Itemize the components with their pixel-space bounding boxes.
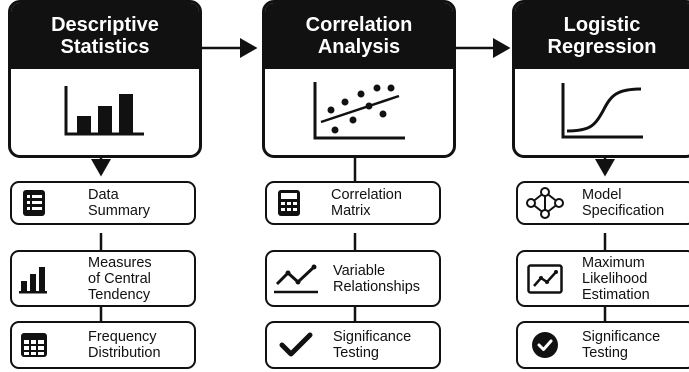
correlation-analysis-header: Correlation Analysis bbox=[265, 3, 453, 69]
header-title-line1: Correlation bbox=[305, 14, 413, 36]
descriptive-statistics-header: Descriptive Statistics bbox=[11, 3, 199, 69]
item-label-line2: Relationships bbox=[333, 278, 421, 295]
item-label-line1: Significance bbox=[333, 329, 412, 345]
list-icon bbox=[12, 183, 56, 223]
item-label-line2: of Central bbox=[88, 270, 151, 287]
frequency-distribution-item: Frequency Distribution bbox=[10, 321, 196, 369]
logistic-regression-card: Logistic Regression bbox=[512, 0, 689, 158]
header-title-line1: Logistic bbox=[563, 14, 641, 36]
header-title-line2: Analysis bbox=[317, 36, 401, 58]
item-label-line3: Estimation bbox=[582, 286, 650, 303]
header-title-line2: Regression bbox=[547, 36, 657, 58]
bar-chart-small-icon bbox=[12, 252, 56, 305]
item-label-line1: Maximum bbox=[582, 254, 645, 271]
maximum-likelihood-estimation-item: Maximum Likelihood Estimation bbox=[516, 250, 689, 307]
item-label-line1: Model bbox=[582, 187, 622, 203]
checkmark-icon bbox=[267, 323, 325, 367]
variable-relationships-item: Variable Relationships bbox=[265, 250, 441, 307]
header-title-line1: Descriptive bbox=[51, 14, 159, 36]
check-circle-icon bbox=[518, 323, 572, 367]
table-icon bbox=[12, 323, 56, 367]
item-label-line2: Specification bbox=[582, 203, 665, 219]
item-label-line1: Frequency bbox=[88, 329, 157, 345]
header-title-line2: Statistics bbox=[60, 36, 150, 58]
item-label-line1: Correlation bbox=[331, 187, 402, 203]
item-label-line2: Matrix bbox=[331, 203, 371, 219]
item-label-line1: Data bbox=[88, 187, 119, 203]
bar-chart-icon bbox=[64, 86, 144, 136]
significance-testing-item: Significance Testing bbox=[265, 321, 441, 369]
correlation-matrix-item: Correlation Matrix bbox=[265, 181, 441, 225]
logistic-regression-header: Logistic Regression bbox=[515, 3, 689, 69]
model-specification-item: Model Specification bbox=[516, 181, 689, 225]
trend-chart-icon bbox=[518, 252, 572, 305]
item-label-line2: Testing bbox=[333, 345, 379, 361]
item-label-line2: Summary bbox=[88, 203, 151, 219]
sigmoid-curve-icon bbox=[561, 83, 643, 139]
item-label-line1: Variable bbox=[333, 262, 386, 279]
data-summary-item: Data Summary bbox=[10, 181, 196, 225]
item-label-line1: Measures bbox=[88, 254, 152, 271]
item-label-line2: Likelihood bbox=[582, 270, 648, 287]
item-label-line2: Distribution bbox=[88, 345, 161, 361]
calculator-icon bbox=[267, 183, 311, 223]
item-label-line1: Significance bbox=[582, 329, 661, 345]
item-label-line2: Testing bbox=[582, 345, 628, 361]
correlation-analysis-card: Correlation Analysis bbox=[262, 0, 456, 158]
network-icon bbox=[518, 183, 572, 223]
descriptive-statistics-card: Descriptive Statistics bbox=[8, 0, 202, 158]
item-label-line3: Tendency bbox=[88, 286, 151, 303]
measures-of-central-tendency-item: Measures of Central Tendency bbox=[10, 250, 196, 307]
scatter-plot-icon bbox=[313, 82, 405, 140]
line-trend-icon bbox=[267, 252, 325, 305]
significance-testing-item: Significance Testing bbox=[516, 321, 689, 369]
